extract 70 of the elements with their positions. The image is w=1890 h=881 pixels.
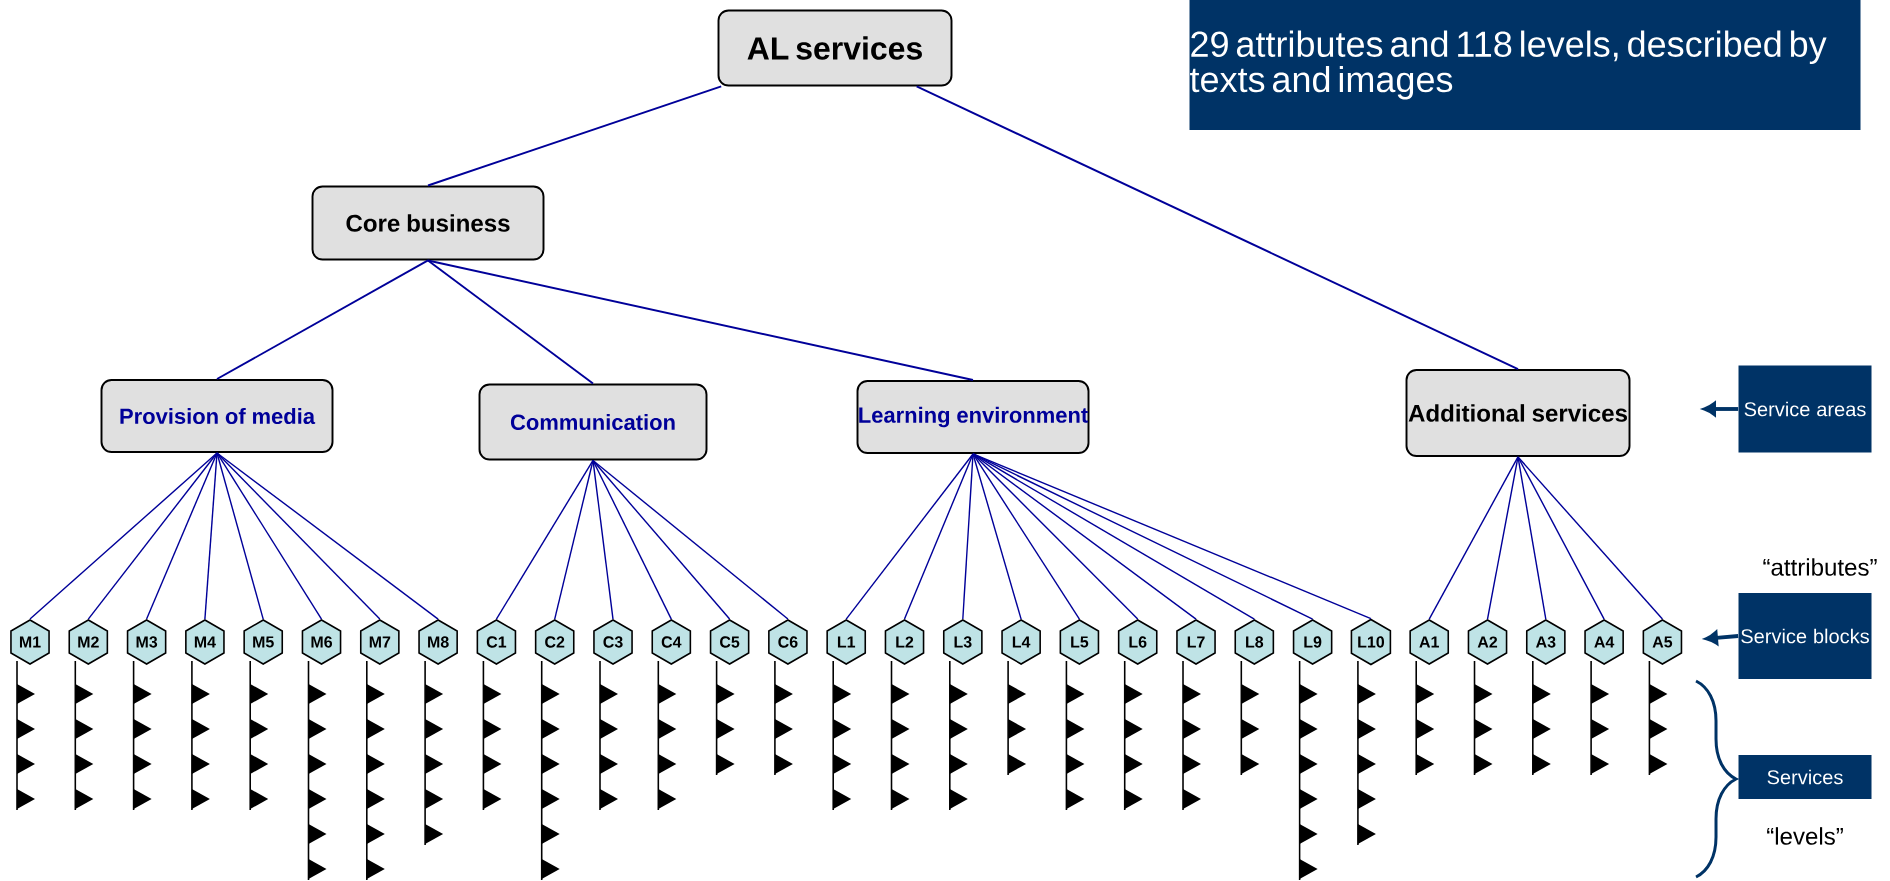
connector-line	[87, 452, 218, 620]
connector-line	[216, 259, 429, 380]
connector-line	[1486, 456, 1519, 620]
attribute-hexagon: L5	[1059, 619, 1100, 665]
connector-line	[204, 452, 218, 620]
connector-line	[845, 453, 974, 620]
connector-line	[1517, 456, 1664, 620]
connector-line	[915, 85, 1519, 370]
category-box: Provision of media	[100, 379, 334, 453]
arrow	[1702, 401, 1739, 417]
connector-line	[427, 85, 723, 187]
category-box: Additional services	[1405, 369, 1631, 457]
category-box: AL services	[717, 9, 953, 87]
attribute-hexagon: L9	[1292, 619, 1333, 665]
legend-box: Service blocks	[1738, 593, 1872, 679]
arrow	[1704, 630, 1739, 645]
connector-line	[592, 459, 614, 620]
connector-line	[592, 459, 789, 620]
attribute-hexagon: L4	[1001, 619, 1041, 665]
attribute-hexagon: C3	[593, 619, 633, 665]
connector-line	[495, 459, 594, 620]
connector-line	[962, 453, 974, 620]
category-box: Communication	[478, 383, 708, 461]
attribute-hexagon: C5	[709, 619, 750, 665]
attribute-hexagon: A4	[1584, 619, 1624, 665]
connector-line	[1517, 456, 1547, 620]
connector-line	[1428, 456, 1519, 620]
attribute-hexagon: M7	[359, 619, 400, 665]
attribute-hexagon: M5	[243, 619, 284, 665]
attribute-hexagon: A2	[1467, 619, 1508, 665]
attribute-hexagon: L10	[1350, 618, 1392, 666]
attribute-hexagon: L7	[1176, 619, 1216, 665]
connector-line	[972, 453, 1081, 620]
connector-line	[216, 452, 439, 620]
attribute-hexagon: L1	[826, 619, 867, 665]
attribute-hexagon: M1	[10, 619, 50, 665]
attribute-hexagon: C4	[651, 619, 692, 665]
annotation-text: “levels”	[1767, 827, 1843, 845]
attribute-hexagon: M3	[126, 619, 167, 665]
connector-line	[903, 453, 974, 620]
connector-line	[554, 459, 594, 620]
info-box: 29 attributes and 118 levels, described by texts and images	[1189, 0, 1861, 130]
attribute-hexagon: M4	[185, 619, 225, 665]
connector-line	[145, 452, 218, 620]
attribute-hexagon: C6	[768, 619, 808, 665]
connector-line	[216, 452, 264, 620]
connector-line	[1517, 456, 1605, 620]
legend-box: Services	[1738, 755, 1872, 799]
category-box: Core business	[311, 185, 545, 261]
attribute-hexagon: L6	[1117, 619, 1158, 665]
attribute-hexagon: M6	[301, 619, 342, 665]
attribute-hexagon: L3	[942, 619, 983, 665]
attribute-hexagon: A1	[1409, 619, 1450, 665]
category-box: Learning environment	[856, 380, 1090, 454]
attribute-hexagon: M2	[68, 619, 109, 665]
connector-line	[427, 259, 594, 385]
connector-line	[216, 452, 381, 620]
attribute-hexagon: A3	[1525, 619, 1566, 665]
attribute-hexagon: A5	[1642, 619, 1683, 665]
attribute-hexagon: L8	[1234, 619, 1275, 665]
connector-line	[29, 452, 218, 620]
attribute-hexagon: C2	[534, 619, 575, 665]
attribute-hexagon: C1	[476, 619, 517, 665]
legend-box: Service areas	[1738, 365, 1872, 453]
connector-line	[427, 259, 974, 381]
attribute-hexagon: L2	[884, 619, 925, 665]
attribute-hexagon: M8	[418, 619, 458, 665]
connector-line	[972, 453, 1255, 620]
connector-line	[972, 453, 1022, 620]
connector-line	[216, 452, 323, 620]
